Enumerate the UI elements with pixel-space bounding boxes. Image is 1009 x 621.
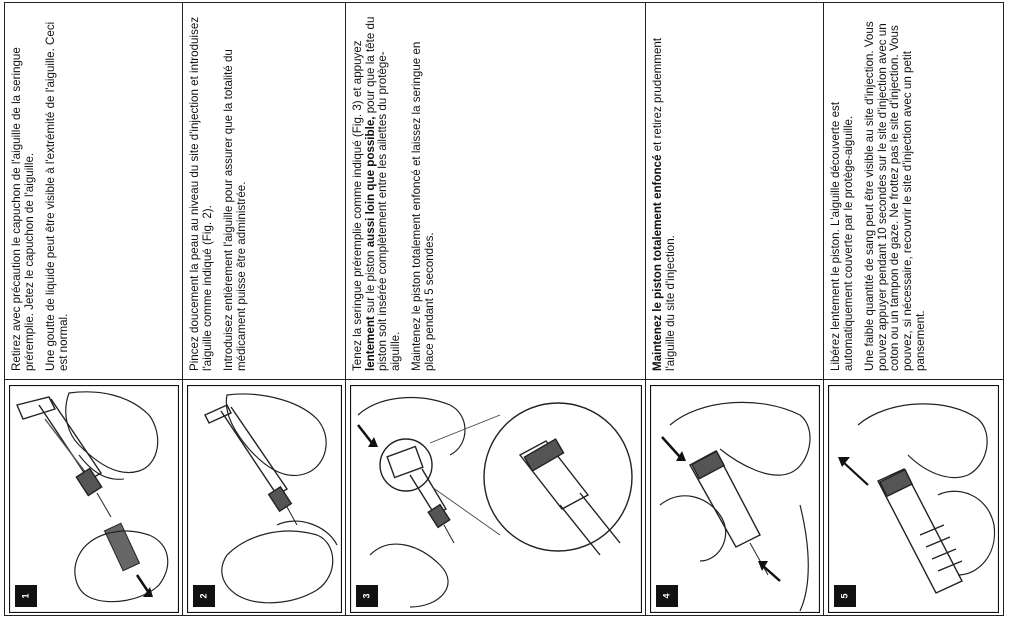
step-2-paragraph-1: Pincez doucement la peau au niveau du si… bbox=[188, 13, 214, 371]
step-3-illustration: 3 bbox=[350, 385, 642, 613]
step-column-5: Libérez lentement le piston. L'aiguille … bbox=[824, 3, 1003, 615]
step-4-text-cell: Maintenez le piston totalement enfoncé e… bbox=[646, 3, 823, 379]
step-1-text-run: Une goutte de liquide peut être visible … bbox=[44, 21, 70, 371]
step-4-number: 4 bbox=[661, 593, 672, 599]
step-3-bold-run: lentement bbox=[363, 316, 377, 371]
step-5-number-badge: 5 bbox=[834, 585, 856, 607]
step-3-text-run: sur le piston bbox=[363, 247, 377, 317]
step-1-paragraph-1: Retirez avec précaution le capuchon de l… bbox=[10, 13, 36, 371]
step-5-number: 5 bbox=[839, 593, 850, 599]
step-1-number: 1 bbox=[20, 593, 31, 599]
step-3-paragraph-2: Maintenez le piston totalement enfoncé e… bbox=[410, 13, 436, 371]
step-column-1: Retirez avec précaution le capuchon de l… bbox=[5, 3, 183, 615]
step-2-paragraph-2: Introduisez entièrement l'aiguille pour … bbox=[222, 13, 248, 371]
step-5-text-run: Une faible quantité de sang peut être vi… bbox=[863, 21, 927, 371]
step-3-number: 3 bbox=[361, 593, 372, 599]
step-5-drawing bbox=[828, 385, 999, 613]
step-1-text-cell: Retirez avec précaution le capuchon de l… bbox=[5, 3, 182, 379]
step-3-text-cell: Tenez la seringue préremplie comme indiq… bbox=[346, 3, 645, 379]
step-2-illustration: 2 bbox=[187, 385, 342, 613]
step-5-text-run: Libérez lentement le piston. L'aiguille … bbox=[829, 101, 855, 371]
step-column-4: Maintenez le piston totalement enfoncé e… bbox=[646, 3, 824, 615]
step-3-text-run: Tenez la seringue préremplie comme indiq… bbox=[351, 40, 364, 371]
step-4-number-badge: 4 bbox=[656, 585, 678, 607]
step-column-2: Pincez doucement la peau au niveau du si… bbox=[183, 3, 346, 615]
step-1-illustration: 1 bbox=[9, 385, 179, 613]
step-1-text-run: Retirez avec précaution le capuchon de l… bbox=[10, 47, 36, 371]
step-4-bold-run: Maintenez le piston totalement enfoncé bbox=[651, 154, 664, 371]
step-3-drawing bbox=[350, 385, 642, 613]
step-2-number-badge: 2 bbox=[193, 585, 215, 607]
step-2-text-run: Introduisez entièrement l'aiguille pour … bbox=[222, 49, 248, 371]
step-1-text: Retirez avec précaution le capuchon de l… bbox=[5, 3, 83, 379]
step-4-text: Maintenez le piston totalement enfoncé e… bbox=[646, 3, 690, 379]
instructions-table: Retirez avec précaution le capuchon de l… bbox=[4, 2, 1004, 616]
step-5-paragraph-2: Une faible quantité de sang peut être vi… bbox=[863, 13, 927, 371]
step-5-paragraph-1: Libérez lentement le piston. L'aiguille … bbox=[829, 13, 855, 371]
step-column-3: Tenez la seringue préremplie comme indiq… bbox=[346, 3, 646, 615]
step-1-paragraph-2: Une goutte de liquide peut être visible … bbox=[44, 13, 70, 371]
step-1-drawing bbox=[9, 385, 179, 613]
step-3-bold-run: aussi loin que possible, bbox=[363, 116, 377, 248]
step-3-paragraph-1: Tenez la seringue préremplie comme indiq… bbox=[351, 13, 402, 371]
step-5-illustration: 5 bbox=[828, 385, 999, 613]
step-5-text: Libérez lentement le piston. L'aiguille … bbox=[824, 3, 940, 379]
step-2-text: Pincez doucement la peau au niveau du si… bbox=[183, 3, 261, 379]
step-4-illustration: 4 bbox=[650, 385, 820, 613]
step-4-paragraph-1: Maintenez le piston totalement enfoncé e… bbox=[651, 13, 677, 371]
step-2-text-run: Pincez doucement la peau au niveau du si… bbox=[188, 16, 214, 371]
step-1-number-badge: 1 bbox=[15, 585, 37, 607]
step-3-text-run: Maintenez le piston totalement enfoncé e… bbox=[410, 41, 436, 371]
step-3-number-badge: 3 bbox=[356, 585, 378, 607]
step-3-text: Tenez la seringue préremplie comme indiq… bbox=[346, 3, 450, 379]
step-5-text-cell: Libérez lentement le piston. L'aiguille … bbox=[824, 3, 1003, 379]
step-2-drawing bbox=[187, 385, 342, 613]
step-4-drawing bbox=[650, 385, 820, 613]
step-2-text-cell: Pincez doucement la peau au niveau du si… bbox=[183, 3, 345, 379]
step-2-number: 2 bbox=[198, 593, 209, 599]
